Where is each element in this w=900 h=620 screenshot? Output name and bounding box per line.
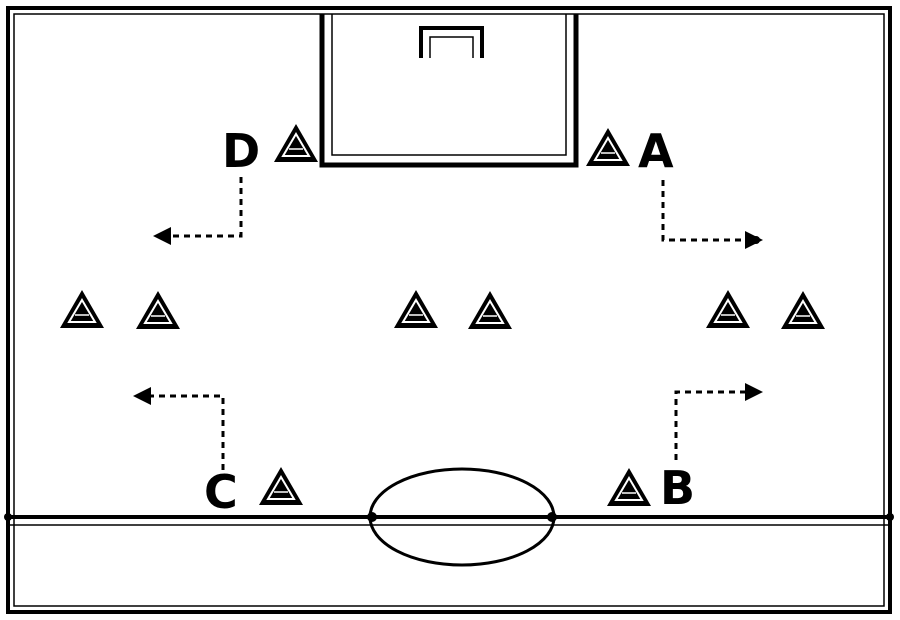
station-label-d: D xyxy=(222,124,260,178)
cone-icon xyxy=(705,289,751,329)
run-path-c xyxy=(133,387,225,470)
cone-icon xyxy=(467,290,513,330)
field-border-inner xyxy=(13,13,885,607)
goal-icon xyxy=(419,26,484,58)
halfway-right-dot xyxy=(886,513,894,521)
station-label-c: C xyxy=(204,465,238,519)
halfway-left-dot xyxy=(4,513,12,521)
cone-icon xyxy=(59,289,105,329)
cone-icon xyxy=(273,123,319,163)
field-border xyxy=(6,6,892,614)
cone-icon xyxy=(606,467,652,507)
run-path-a xyxy=(661,180,763,249)
cone-icon xyxy=(258,466,304,506)
run-path-b xyxy=(674,383,763,460)
cone-icon xyxy=(585,127,631,167)
arrow-icon xyxy=(752,236,760,244)
station-label-b: B xyxy=(660,461,695,515)
cone-icon xyxy=(135,290,181,330)
run-path-d xyxy=(153,177,243,245)
penalty-box-inner xyxy=(331,14,567,156)
cone-icon xyxy=(393,289,439,329)
cone-icon xyxy=(780,290,826,330)
center-circle-left-dot xyxy=(367,512,377,522)
station-label-a: A xyxy=(638,124,674,178)
arrow-icon xyxy=(140,391,150,401)
penalty-box xyxy=(319,14,579,168)
center-circle-right-dot xyxy=(547,512,557,522)
